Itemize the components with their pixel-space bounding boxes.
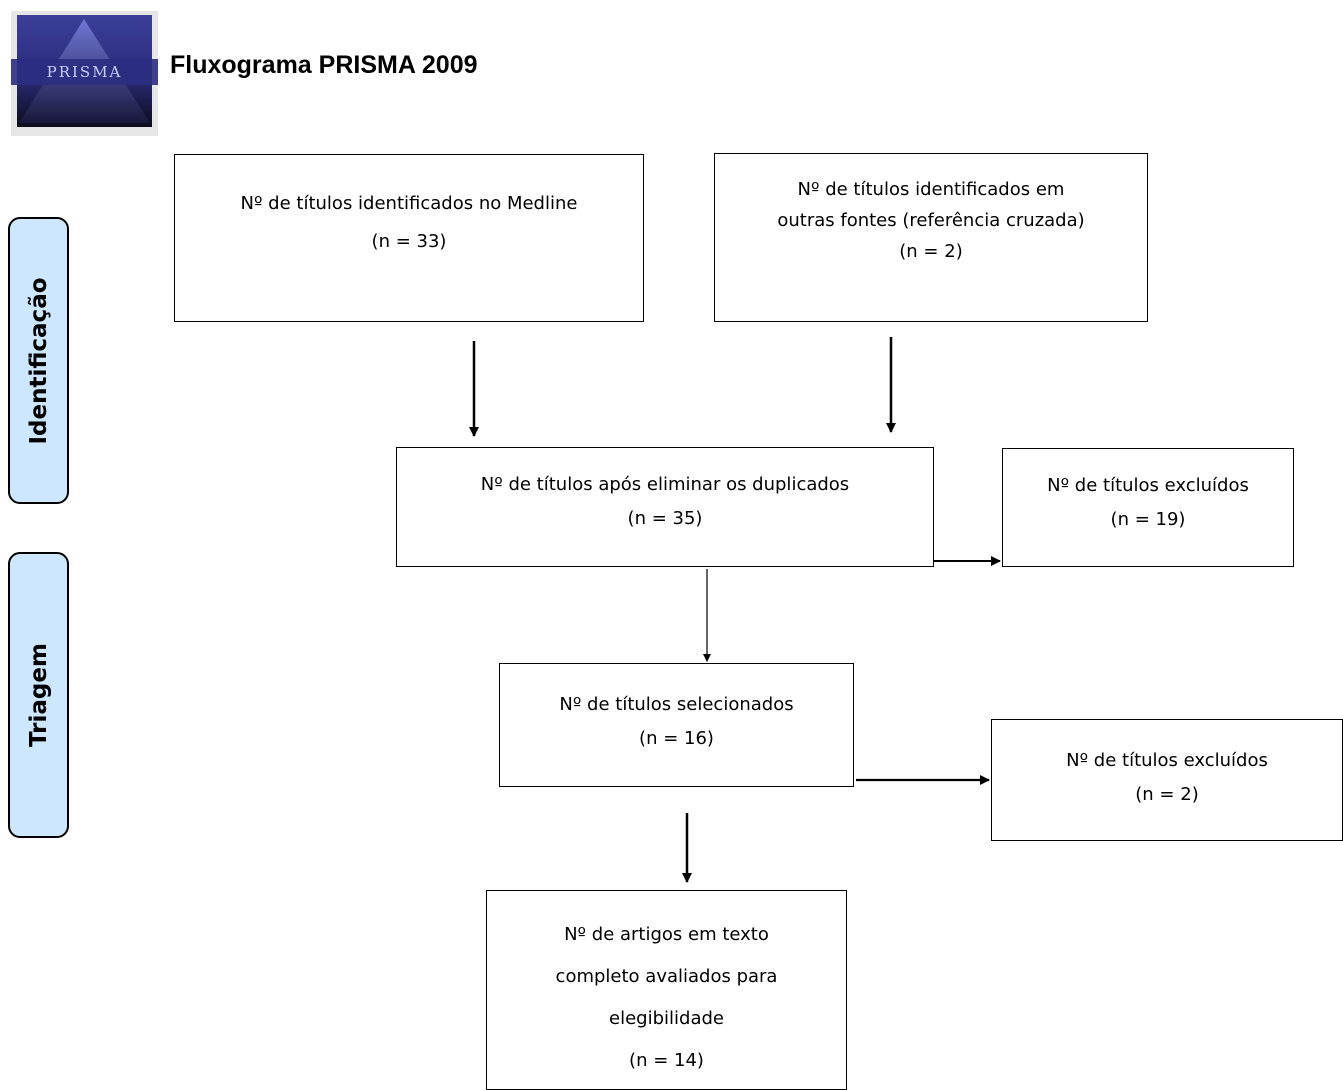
- box-full-text-line-2: completo avaliados para: [555, 966, 778, 987]
- stage-screening: Triagem: [8, 552, 69, 838]
- box-excluded-1: Nº de títulos excluídos (n = 19): [1002, 448, 1294, 567]
- box-medline: Nº de títulos identificados no Medline (…: [174, 154, 644, 322]
- box-full-text-line-4: (n = 14): [629, 1050, 704, 1071]
- box-full-text-line-1: Nº de artigos em texto: [564, 924, 769, 945]
- box-after-duplicates-line-1: Nº de títulos após eliminar os duplicado…: [480, 474, 850, 495]
- box-after-duplicates: Nº de títulos após eliminar os duplicado…: [396, 447, 934, 567]
- box-full-text: Nº de artigos em texto completo avaliado…: [486, 890, 847, 1090]
- box-selected-line-2: (n = 16): [639, 728, 714, 749]
- box-after-duplicates-line-2: (n = 35): [627, 508, 703, 529]
- prisma-logo: PRISMA: [11, 11, 158, 136]
- logo-text: PRISMA: [46, 63, 123, 81]
- box-other-sources-line-3: (n = 2): [899, 241, 963, 262]
- page-title: Fluxograma PRISMA 2009: [170, 51, 478, 79]
- box-excluded-2-line-2: (n = 2): [1135, 784, 1199, 805]
- box-selected-line-1: Nº de títulos selecionados: [559, 694, 794, 715]
- box-other-sources-line-2: outras fontes (referência cruzada): [777, 210, 1085, 231]
- box-excluded-2-line-1: Nº de títulos excluídos: [1066, 750, 1268, 771]
- box-excluded-2: Nº de títulos excluídos (n = 2): [991, 719, 1343, 841]
- stage-identification: Identificação: [8, 217, 69, 504]
- box-medline-line-2: (n = 33): [371, 231, 447, 252]
- box-selected: Nº de títulos selecionados (n = 16): [499, 663, 854, 787]
- box-excluded-1-line-2: (n = 19): [1110, 509, 1186, 530]
- box-other-sources: Nº de títulos identificados em outras fo…: [714, 153, 1148, 322]
- prisma-logo-graphic: [11, 11, 158, 136]
- box-excluded-1-line-1: Nº de títulos excluídos: [1047, 475, 1249, 496]
- box-full-text-line-3: elegibilidade: [609, 1008, 724, 1029]
- box-other-sources-line-1: Nº de títulos identificados em: [797, 179, 1065, 200]
- box-medline-line-1: Nº de títulos identificados no Medline: [240, 193, 578, 214]
